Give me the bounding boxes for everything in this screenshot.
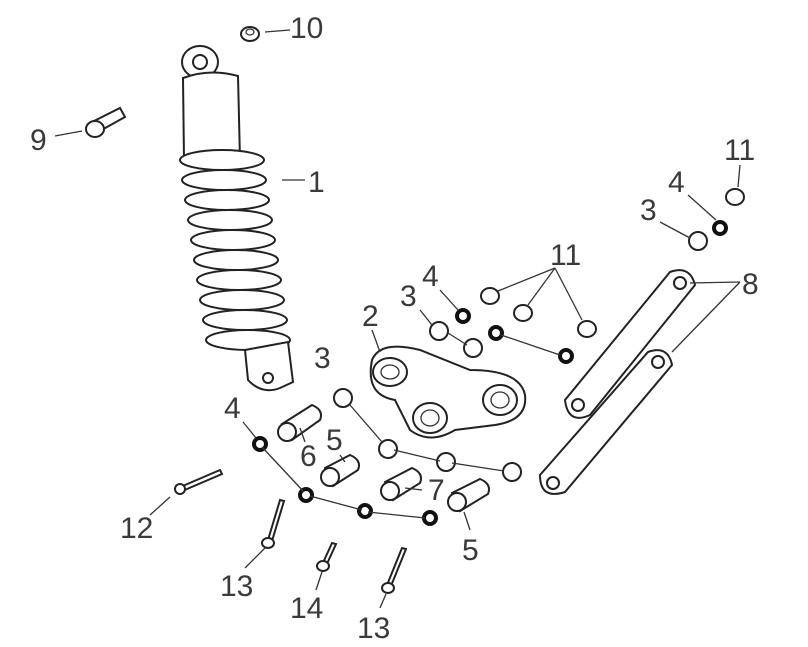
callout-3-left: 3	[314, 342, 331, 375]
washers-4	[252, 220, 728, 526]
bolts	[174, 468, 408, 594]
spacers-3	[333, 231, 708, 482]
callout-5-upper: 5	[326, 424, 343, 457]
link-8-upper	[563, 269, 697, 419]
callout-9: 9	[30, 124, 47, 157]
callout-11-right: 11	[724, 134, 755, 167]
callout-10: 10	[290, 12, 323, 45]
coil-spring	[179, 149, 291, 351]
callout-labels: 10 9 1 11 4 3 11 4 3 2 8 3 4 6 5 7 12 5 …	[30, 12, 759, 645]
callout-6: 6	[300, 440, 317, 473]
callout-1: 1	[308, 166, 325, 199]
leader-lines	[54, 29, 741, 609]
callout-2: 2	[362, 300, 379, 333]
bolt-9	[85, 106, 127, 138]
callout-4-center: 4	[422, 260, 439, 293]
callout-4-left: 4	[224, 392, 241, 425]
bracket-2	[369, 345, 527, 439]
callout-7: 7	[428, 474, 445, 507]
callout-5-lower: 5	[462, 534, 479, 567]
callout-13-left: 13	[220, 570, 253, 603]
callout-14: 14	[290, 592, 323, 625]
bushings	[277, 403, 490, 513]
callout-12: 12	[120, 512, 153, 545]
nut-10	[240, 26, 260, 42]
callout-11-center: 11	[550, 239, 581, 272]
callout-8: 8	[742, 268, 759, 301]
callout-3-center: 3	[400, 280, 417, 313]
callout-13-right: 13	[357, 612, 390, 645]
link-8-lower	[538, 349, 674, 495]
nuts-11	[480, 188, 745, 338]
callout-3-right: 3	[640, 194, 657, 227]
callout-4-right: 4	[668, 166, 685, 199]
shock-absorber	[179, 45, 295, 392]
